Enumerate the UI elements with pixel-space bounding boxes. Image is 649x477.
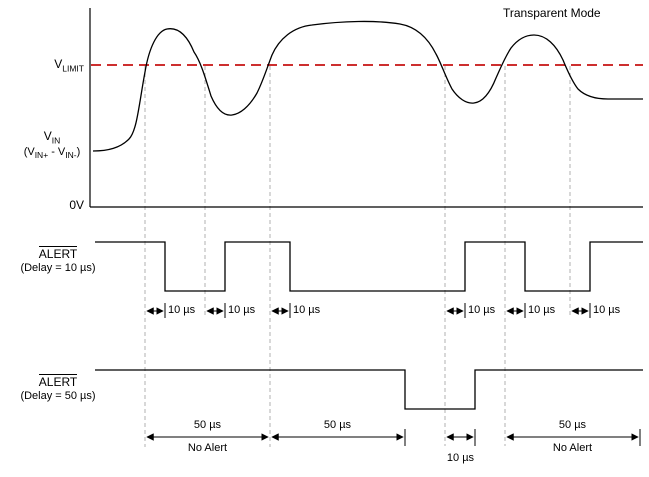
alert-50us-delay-label: (Delay = 50 µs) (20, 390, 96, 402)
10us-annotation: 10 µs (293, 304, 321, 316)
alert-10us-label: ALERT (38, 246, 78, 261)
50us-annotation: 50 µs (558, 419, 587, 431)
alert-10us-delay-label: (Delay = 10 µs) (20, 262, 96, 274)
alert-50us-waveform (95, 369, 643, 410)
10us-annotation: 10 µs (593, 304, 621, 316)
10us-annotation: 10 µs (468, 304, 496, 316)
mode-title: Transparent Mode (503, 6, 601, 20)
no-alert-annotation: No Alert (187, 442, 228, 454)
10us-annotation: 10 µs (446, 452, 475, 464)
vlimit-label: VLIMIT (54, 57, 84, 74)
alert-50us-label: ALERT (38, 374, 78, 389)
alert-10us-waveform (95, 241, 643, 292)
10us-annotation: 10 µs (228, 304, 256, 316)
no-alert-annotation: No Alert (552, 442, 593, 454)
vin-expanded-label: (VIN+ - VIN-) (23, 146, 81, 161)
vin-waveform (92, 20, 643, 152)
50us-annotation: 50 µs (193, 419, 222, 431)
10us-annotation: 10 µs (168, 304, 196, 316)
vin-label: VIN (43, 129, 61, 146)
zero-volt-label: 0V (69, 198, 84, 212)
50us-annotation: 50 µs (323, 419, 352, 431)
10us-annotation: 10 µs (528, 304, 556, 316)
